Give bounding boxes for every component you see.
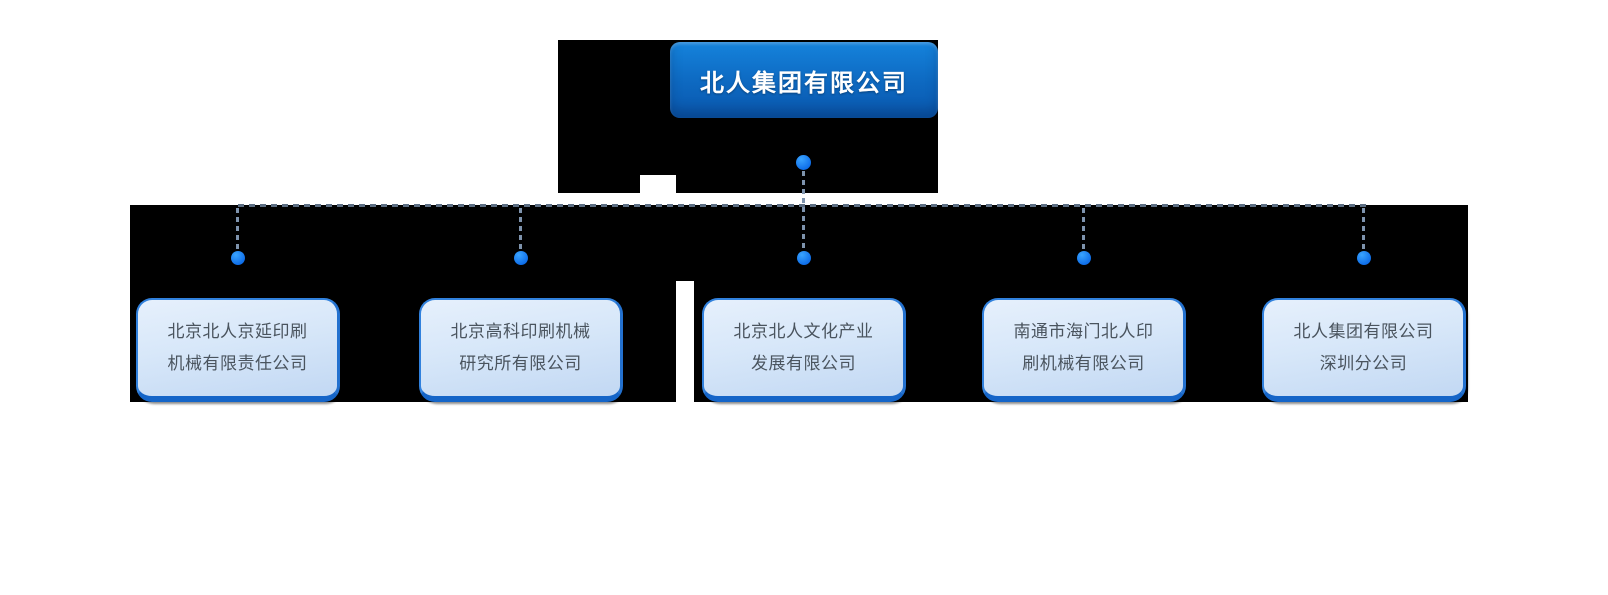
org-node-child-1[interactable]: 北京北人京延印刷 机械有限责任公司 — [136, 298, 340, 402]
connector-line-child-5 — [1362, 208, 1365, 251]
connector-dot-child-3 — [797, 251, 811, 265]
org-node-root[interactable]: 北人集团有限公司 — [670, 42, 938, 118]
connector-dot-child-4 — [1077, 251, 1091, 265]
org-node-child-2-line1: 北京高科印刷机械 — [450, 322, 591, 342]
org-node-child-5[interactable]: 北人集团有限公司 深圳分公司 — [1262, 298, 1466, 402]
org-node-child-4-line1: 南通市海门北人印 — [1013, 322, 1154, 342]
org-node-child-2-line2: 研究所有限公司 — [459, 354, 582, 374]
org-node-child-3-line1: 北京北人文化产业 — [733, 322, 874, 342]
connector-dot-child-5 — [1357, 251, 1371, 265]
org-node-child-3-line2: 发展有限公司 — [751, 354, 856, 374]
connector-dot-child-1 — [231, 251, 245, 265]
connector-dot-root — [796, 155, 811, 170]
org-node-child-2[interactable]: 北京高科印刷机械 研究所有限公司 — [419, 298, 623, 402]
connector-line-root — [802, 171, 805, 251]
org-node-child-4[interactable]: 南通市海门北人印 刷机械有限公司 — [982, 298, 1186, 402]
org-node-child-4-line2: 刷机械有限公司 — [1022, 354, 1145, 374]
org-node-child-3[interactable]: 北京北人文化产业 发展有限公司 — [702, 298, 906, 402]
org-node-child-1-line1: 北京北人京延印刷 — [167, 322, 308, 342]
org-node-child-1-line2: 机械有限责任公司 — [167, 354, 308, 374]
connector-line-child-1 — [236, 208, 239, 251]
white-notch-artifact — [640, 175, 676, 194]
connector-dot-child-2 — [514, 251, 528, 265]
org-node-child-5-line1: 北人集团有限公司 — [1293, 322, 1434, 342]
connector-line-child-4 — [1082, 208, 1085, 251]
white-strip-artifact — [676, 281, 694, 402]
org-node-root-label: 北人集团有限公司 — [700, 68, 908, 97]
connector-line-child-2 — [519, 208, 522, 251]
org-node-child-5-line2: 深圳分公司 — [1319, 354, 1408, 374]
